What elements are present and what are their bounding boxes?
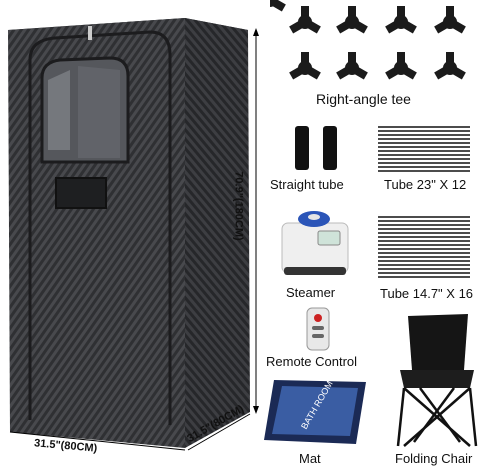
remote-control-image xyxy=(306,307,330,351)
folding-chair-label: Folding Chair xyxy=(395,451,473,466)
straight-tube-label: Straight tube xyxy=(270,177,344,192)
mat-label: Mat xyxy=(299,451,321,466)
tent-arm-flap xyxy=(55,177,107,209)
bath-mat-image xyxy=(264,380,366,444)
folding-chair-image xyxy=(396,314,478,447)
straight-tube-image xyxy=(295,126,337,170)
steamer-label: Steamer xyxy=(286,285,336,300)
tube-long-bundle xyxy=(378,126,470,172)
steamer-image xyxy=(281,211,349,275)
right-angle-tee-connectors xyxy=(270,0,466,80)
tube-short-bundle xyxy=(378,216,470,278)
tube-long-label: Tube 23" X 12 xyxy=(384,177,467,192)
right-angle-tee-label: Right-angle tee xyxy=(316,91,411,107)
tube-short-label: Tube 14.7" X 16 xyxy=(380,286,474,301)
remote-control-label: Remote Control xyxy=(266,354,358,369)
sauna-tent xyxy=(8,18,259,451)
tent-height-label: 70.9"(180CM) xyxy=(232,171,245,241)
